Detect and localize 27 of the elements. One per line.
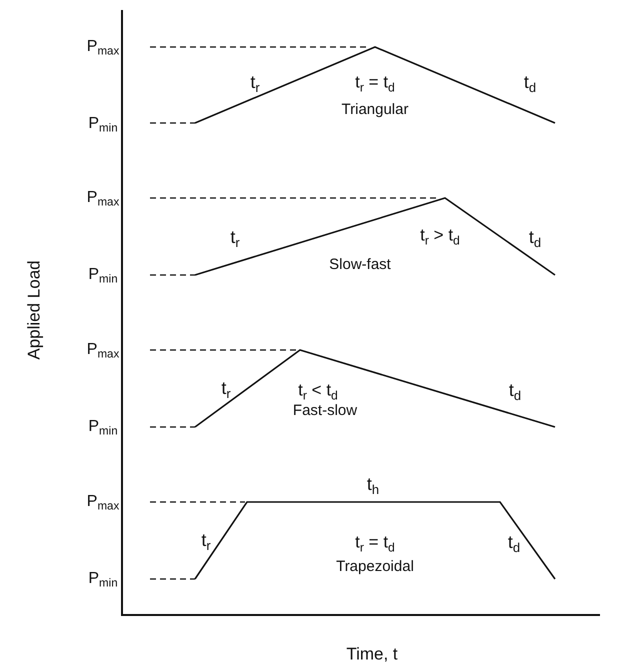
level-label: P$_{max}$ xyxy=(86,493,120,511)
level-label: P$_{max}$ xyxy=(86,189,120,207)
waveform-name: Slow-fast xyxy=(329,256,391,274)
axis-title: Applied Load xyxy=(26,260,44,360)
level-label: P$_{min}$ xyxy=(88,570,118,588)
waveform-name: Fast-slow xyxy=(292,402,358,420)
time-label: t$_{d}$ xyxy=(528,228,542,248)
time-label: t$_{r}$ xyxy=(221,379,231,399)
time-label: t$_{r}$ xyxy=(250,73,260,93)
time-relation: t$_{r}$ > t$_{d}$ xyxy=(420,226,460,246)
time-label: t$_{d}$ xyxy=(524,73,536,93)
level-label: P$_{min}$ xyxy=(88,266,118,284)
level-label: P$_{max}$ xyxy=(86,38,120,56)
level-label: P$_{min}$ xyxy=(88,418,118,436)
time-label: t$_{h}$ xyxy=(366,475,380,495)
waveform-name: Triangular xyxy=(342,102,408,118)
level-label: P$_{max}$ xyxy=(86,341,120,359)
waveform-name: Trapezoidal xyxy=(336,558,414,576)
time-label: t$_{d}$ xyxy=(508,381,522,401)
time-label: t$_{r}$ xyxy=(230,228,240,248)
time-label: t$_{r}$ xyxy=(201,531,211,551)
time-relation: t$_{r}$ < t$_{d}$ xyxy=(298,382,338,400)
time-label: t$_{d}$ xyxy=(508,533,520,553)
time-relation: t$_{r}$ = t$_{d}$ xyxy=(355,534,395,552)
level-label: P$_{min}$ xyxy=(88,115,118,133)
time-relation: t$_{r}$ = t$_{d}$ xyxy=(355,74,395,92)
axis-title: Time, t xyxy=(346,646,398,664)
